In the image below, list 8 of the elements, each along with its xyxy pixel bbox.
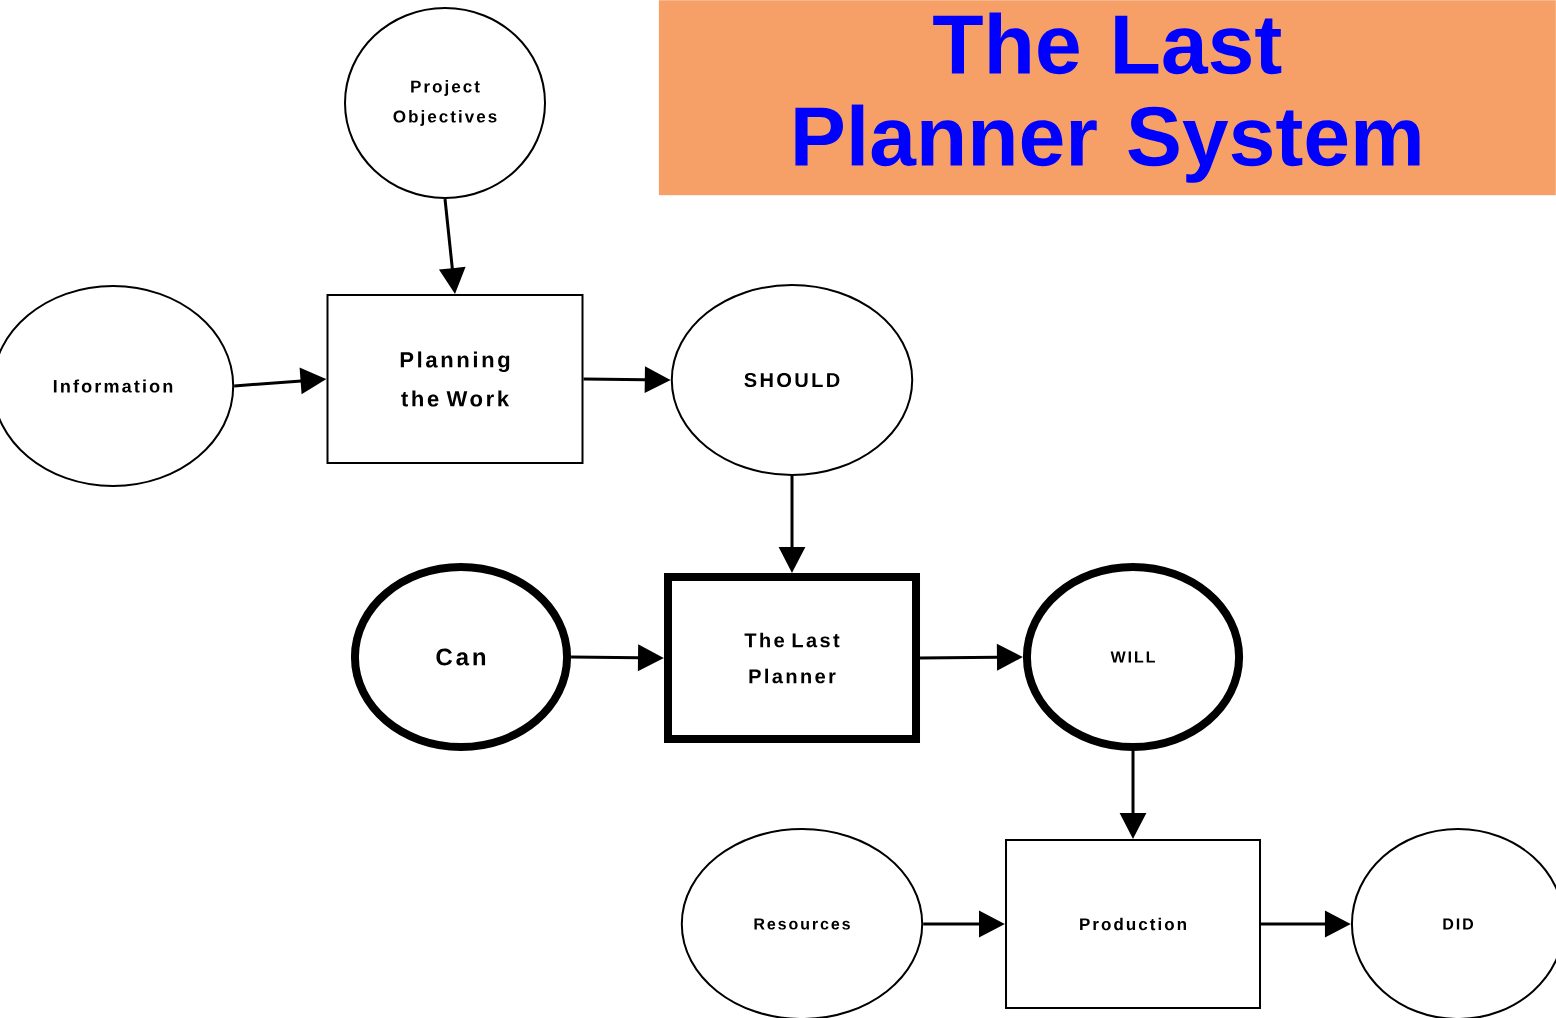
process-box: Planning the Work [326, 294, 584, 464]
circle-node: SHOULD [670, 284, 914, 476]
circle-node: Project Objectives [344, 7, 546, 199]
process-box: Production [1005, 839, 1261, 1009]
process-box: The Last Planner [664, 573, 920, 743]
circle-node: WILL [1022, 563, 1244, 751]
circle-node: Can [350, 563, 572, 751]
title-banner: The Last Planner System [658, 0, 1556, 196]
